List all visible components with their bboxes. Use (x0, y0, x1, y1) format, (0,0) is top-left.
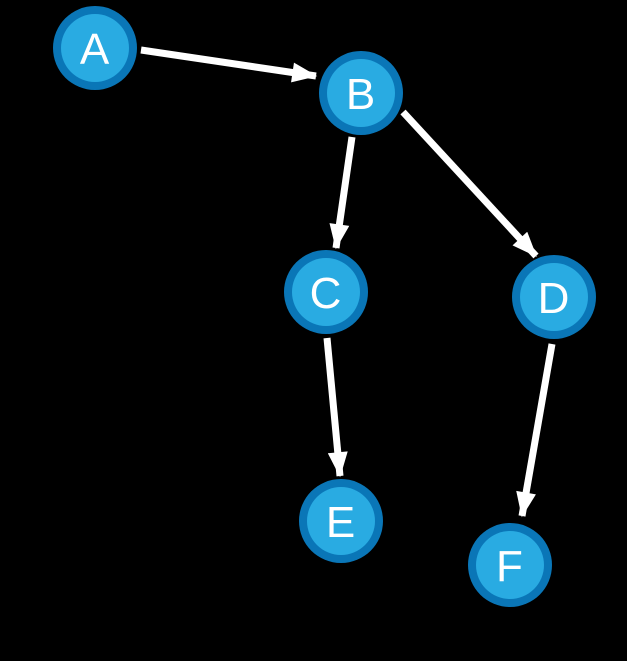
node-E: E (299, 479, 383, 563)
node-F-inner-circle (476, 531, 544, 599)
node-B: B (319, 51, 403, 135)
node-C-label: C (310, 269, 343, 318)
node-A-inner-circle (61, 14, 129, 82)
edge-B-D (400, 109, 539, 259)
node-D: D (512, 255, 596, 339)
edge-A-B (140, 46, 318, 83)
node-A-label: A (80, 25, 110, 74)
edge-C-E (323, 337, 348, 478)
edge-B-C (329, 136, 356, 250)
node-E-label: E (326, 498, 356, 547)
node-F-label: F (496, 542, 524, 591)
node-B-label: B (346, 70, 376, 119)
node-C-inner-circle (292, 258, 360, 326)
node-E-inner-circle (307, 487, 375, 555)
node-B-inner-circle (327, 59, 395, 127)
node-C: C (284, 250, 368, 334)
node-D-label: D (538, 274, 571, 323)
node-D-inner-circle (520, 263, 588, 331)
node-A: A (53, 6, 137, 90)
edge-D-F (516, 343, 556, 518)
node-F: F (468, 523, 552, 607)
